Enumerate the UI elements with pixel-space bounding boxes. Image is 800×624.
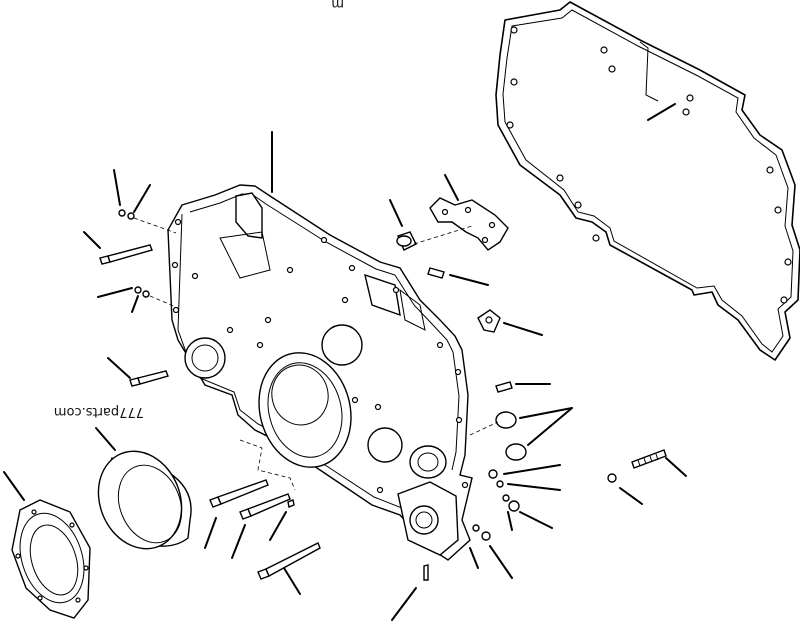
leader-dowel bbox=[449, 274, 489, 286]
corner-mark: m bbox=[331, 0, 344, 11]
washer-mid-left bbox=[134, 286, 150, 298]
gear-cover bbox=[167, 184, 473, 561]
long-bolt-a bbox=[209, 479, 269, 508]
leader-bracket bbox=[444, 174, 459, 201]
leader-plate-ring bbox=[3, 471, 25, 501]
long-bolt-c bbox=[257, 542, 321, 580]
bracket-plate bbox=[429, 197, 509, 251]
bolt-lower-left bbox=[129, 370, 169, 387]
nut-washer-stack bbox=[488, 469, 520, 512]
dowel-pin bbox=[427, 267, 445, 279]
pin-bottom bbox=[423, 564, 429, 581]
gasket bbox=[495, 1, 800, 361]
plug-small bbox=[495, 381, 513, 393]
seal-ring bbox=[97, 450, 192, 550]
fastener-lower-right bbox=[472, 524, 491, 541]
bushing-pair bbox=[495, 411, 527, 461]
stud-far-right bbox=[631, 449, 667, 469]
leader-fitting bbox=[503, 322, 543, 336]
leader-bushing-upper bbox=[389, 199, 403, 227]
fitting bbox=[477, 309, 501, 333]
leader-seal-ring bbox=[95, 427, 116, 451]
nut-far-right bbox=[607, 473, 617, 483]
washer-upper-left bbox=[118, 209, 135, 220]
plate-ring bbox=[11, 499, 91, 619]
small-pin bbox=[287, 499, 295, 508]
leader-gasket bbox=[647, 103, 676, 121]
long-bolt-b bbox=[239, 493, 291, 520]
watermark-text: 777parts.com bbox=[54, 404, 144, 419]
bolt-upper-left bbox=[99, 244, 153, 265]
bushing-upper bbox=[396, 231, 417, 251]
